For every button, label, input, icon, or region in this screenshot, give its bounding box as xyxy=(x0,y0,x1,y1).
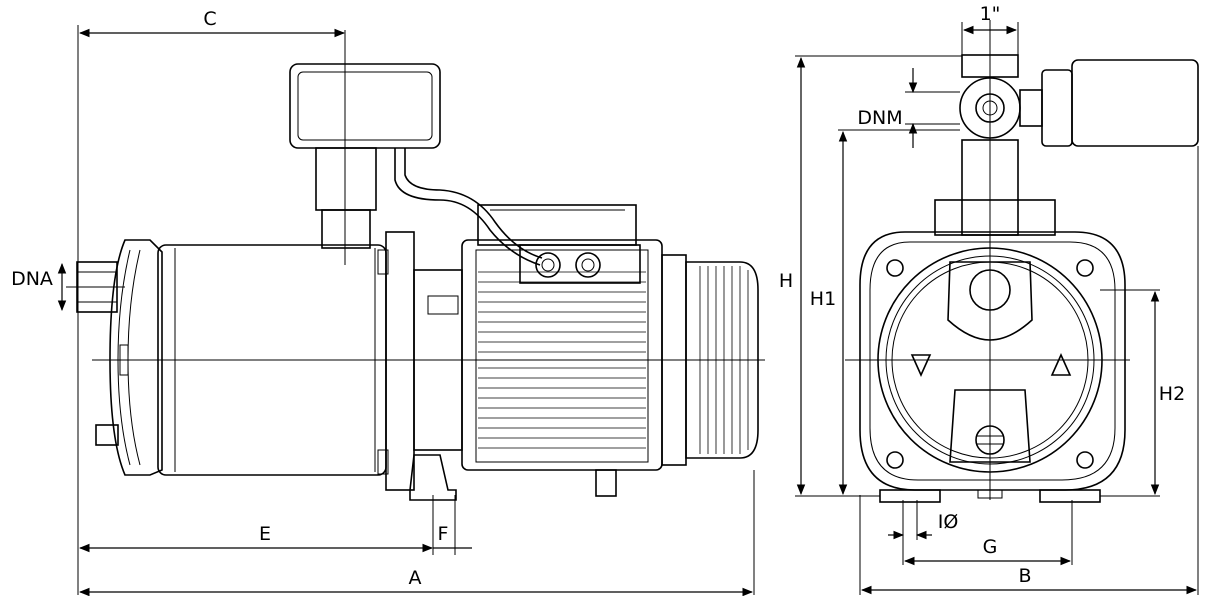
front-view: 1" DNM H H1 H2 IØ G B xyxy=(779,3,1199,595)
pump-front-body xyxy=(859,231,1126,503)
motor-flange xyxy=(377,231,463,501)
label-one-inch: 1" xyxy=(980,3,1001,25)
label-i-diameter: IØ xyxy=(938,511,959,533)
label-e: E xyxy=(259,523,271,545)
label-g: G xyxy=(983,536,998,558)
label-a: A xyxy=(409,567,422,589)
front-pressure-switch xyxy=(934,54,1199,236)
motor-body xyxy=(461,239,663,497)
label-h1: H1 xyxy=(810,288,836,310)
inlet-nozzle xyxy=(66,261,125,313)
label-c: C xyxy=(203,8,216,30)
label-f: F xyxy=(438,523,449,545)
label-h2: H2 xyxy=(1159,383,1185,405)
label-dnm: DNM xyxy=(857,107,902,129)
front-cover xyxy=(95,239,163,476)
terminal-box xyxy=(477,204,641,284)
pressure-switch xyxy=(289,63,543,266)
label-b: B xyxy=(1018,565,1031,587)
label-h: H xyxy=(779,270,793,292)
fan-cover xyxy=(661,254,759,466)
label-dna: DNA xyxy=(11,268,53,290)
side-view: C DNA E F A xyxy=(11,8,765,596)
